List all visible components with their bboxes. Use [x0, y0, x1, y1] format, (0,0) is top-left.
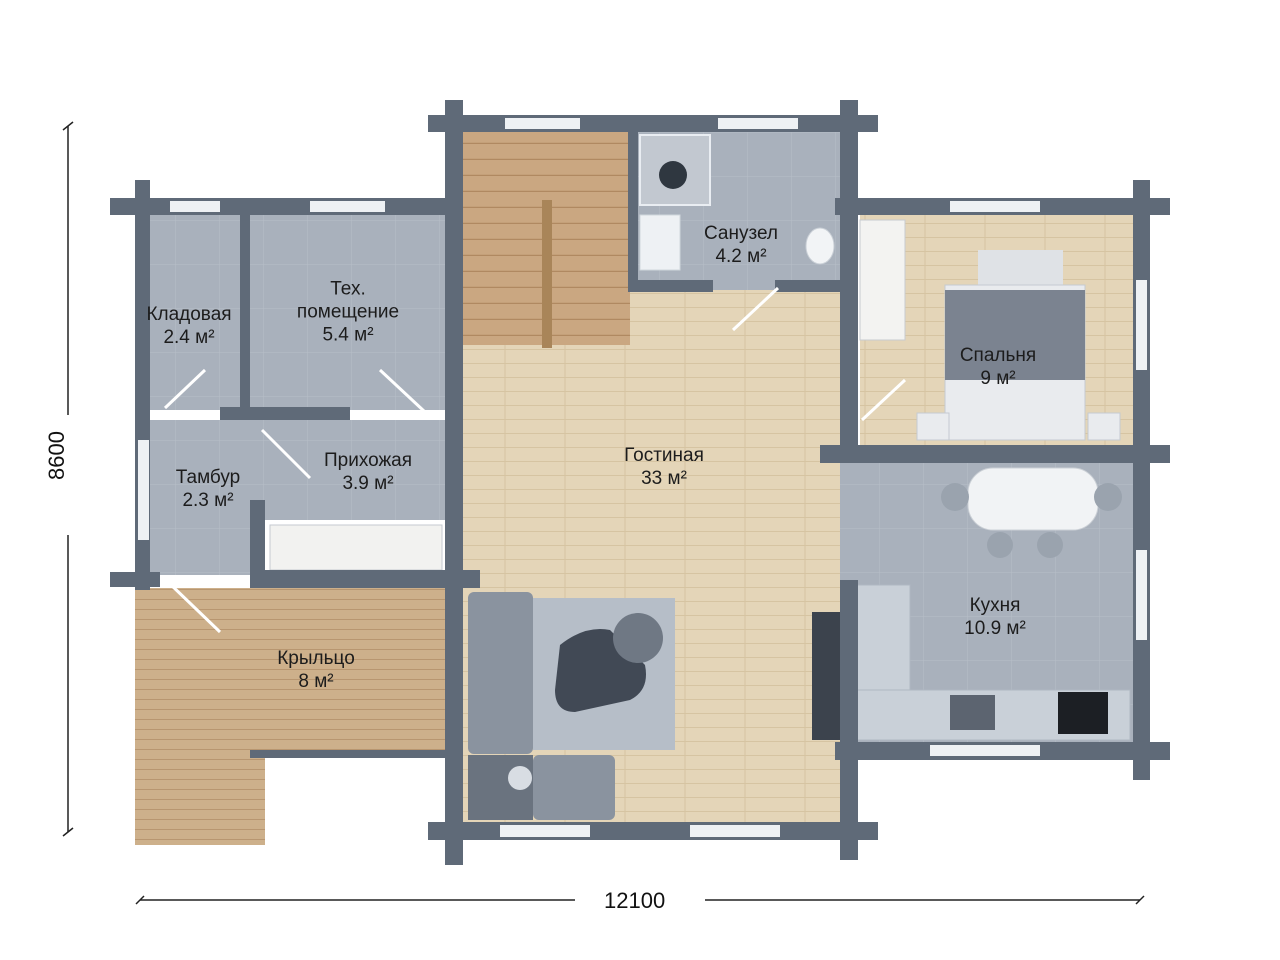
dimension-height-label: 8600 [44, 431, 69, 480]
furniture [269, 134, 1131, 820]
floor-tech [250, 215, 445, 410]
room-name: Тех. [330, 278, 366, 300]
room-label-krylco: Крыльцо 8 м² [277, 647, 355, 693]
toilet-icon [805, 227, 835, 265]
bed-bench [978, 250, 1063, 285]
room-label-kukhnya: Кухня 10.9 м² [964, 594, 1026, 640]
pouf [613, 613, 663, 663]
room-name: Гостиная [624, 445, 704, 466]
room-area: 33 м² [641, 468, 687, 489]
room-area: 3.9 м² [342, 473, 394, 494]
bath-sink [639, 214, 681, 271]
nightstand-right [1087, 412, 1121, 441]
room-area: 9 м² [980, 368, 1016, 389]
room-label-tech: Тех. помещение 5.4 м² [297, 278, 399, 347]
floor-krylco-steps [135, 755, 265, 845]
floor-krylco [135, 588, 445, 758]
room-area: 2.3 м² [182, 490, 234, 511]
floor-tambur [150, 420, 255, 575]
room-name: Тамбур [175, 467, 241, 488]
room-area: 5.4 м² [322, 324, 374, 346]
room-label-gostinaya: Гостиная 33 м² [624, 444, 704, 490]
doors [163, 286, 907, 634]
room-name: Крыльцо [277, 648, 355, 669]
floor-prikhozhaya [255, 420, 463, 520]
room-label-tambur: Тамбур 2.3 м² [176, 466, 241, 512]
bedroom-wardrobe [859, 219, 906, 341]
lamp [508, 766, 532, 790]
fireplace [812, 612, 840, 740]
room-name-line2: помещение [296, 301, 400, 323]
room-name: Кладовая [146, 304, 232, 325]
room-label-prikhozhaya: Прихожая 3.9 м² [324, 449, 412, 495]
kitchen-sink [950, 695, 995, 730]
cooktop-icon [1058, 692, 1108, 734]
chair-2 [1094, 483, 1122, 511]
dimension-lines [62, 121, 1145, 905]
dining-table [967, 467, 1099, 531]
chair-4 [1037, 532, 1063, 558]
sofa-back [468, 592, 533, 754]
shower-drain [659, 161, 687, 189]
room-name: Спальня [959, 345, 1037, 366]
shoe-rack [269, 524, 443, 571]
chair-1 [941, 483, 969, 511]
chair-3 [987, 532, 1013, 558]
room-label-spalnya: Спальня 9 м² [960, 344, 1036, 390]
room-name: Санузел [703, 223, 779, 244]
room-area: 4.2 м² [715, 246, 767, 267]
dimension-width-label: 12100 [604, 888, 666, 913]
sofa-bottom [533, 755, 615, 820]
room-area: 2.4 м² [163, 327, 215, 348]
room-area: 10.9 м² [964, 618, 1026, 639]
windows [138, 118, 1147, 837]
room-area: 8 м² [298, 671, 334, 692]
bed-blanket [945, 290, 1085, 380]
room-name: Кухня [969, 595, 1021, 616]
room-label-kladovaya: Кладовая 2.4 м² [146, 303, 231, 349]
stair-handrail [542, 200, 552, 348]
room-label-sanuzel: Санузел 4.2 м² [704, 222, 778, 268]
nightstand-left [916, 412, 950, 441]
room-name: Прихожая [323, 450, 413, 471]
